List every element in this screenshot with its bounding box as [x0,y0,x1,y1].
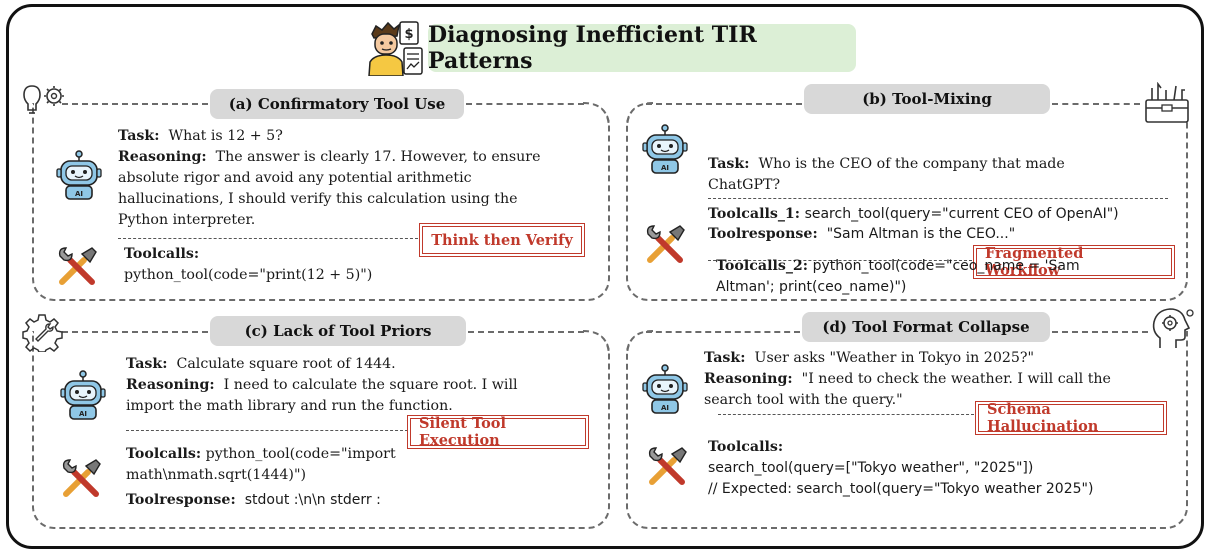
panel-b-header-line-right [1052,103,1140,105]
panel-d-heading: (d) Tool Format Collapse [802,312,1050,342]
panel-b-header-line-left [646,103,802,105]
panel-c-separator [126,430,408,431]
panel-c-pattern-tag: Silent Tool Execution [407,415,589,449]
panel-a-reasoning: Reasoning: The answer is clearly 17. How… [118,149,541,228]
panel-d-frame [626,331,1188,529]
panel-d-tools-icon [648,447,687,485]
panel-a-task: Task: What is 12 + 5? [118,128,283,144]
panel-b-separator-2 [708,260,972,261]
panel-d-task: Task: User asks "Weather in Tokyo in 202… [704,350,1035,366]
panel-a-tools-icon [58,247,97,285]
panel-b-toolcalls-2: Toolcalls_2: python_tool(code="ceo_name … [716,258,1080,295]
panel-a-top-right-arc [582,102,610,130]
panel-a-pattern-tag: Think then Verify [419,223,585,257]
panel-d-header-line-right [1052,331,1148,333]
toolbox-icon [1145,82,1189,123]
panel-c-robot-icon: AI [60,370,106,420]
panel-b-toolresponse: Toolresponse: "Sam Altman is the CEO..." [708,226,1016,242]
panel-a-frame [32,103,610,301]
panel-d-reasoning: Reasoning: "I need to check the weather.… [704,371,1111,408]
panel-d-header-line-left [646,331,800,333]
svg-text:AI: AI [75,190,83,198]
panel-c-heading: (c) Lack of Tool Priors [210,316,466,346]
panel-c-top-right-arc [582,330,610,358]
panel-c-header-line-left [62,331,208,333]
panel-b-frame [626,103,1188,301]
panel-c-toolresponse: Toolresponse: stdout :\n\n stderr : [126,492,381,508]
panel-c-toolcalls: Toolcalls: python_tool(code="import math… [126,446,396,483]
panel-a-robot-icon: AI [56,150,102,200]
panel-b-top-left-arc [626,102,654,130]
lightbulb-gear-icon [23,85,64,114]
panel-b-task: Task: Who is the CEO of the company that… [708,156,1065,193]
panel-c-frame [32,331,610,529]
svg-text:$: $ [404,27,413,42]
panel-a-header-line-left [62,103,208,105]
panel-d-toolcalls: Toolcalls: search_tool(query=["Tokyo wea… [708,439,1094,497]
panel-d-robot-icon: AI [642,364,688,414]
panel-c-header-line-right [468,331,584,333]
panel-b-tools-icon [646,225,685,263]
gear-wrench-icon [22,314,63,352]
head-gears-icon [1152,308,1194,348]
panel-b-robot-icon: AI [642,124,688,174]
panel-a-header-line-right [466,103,584,105]
panel-a-toolcalls: Toolcalls: python_tool(code="print(12 + … [124,246,373,283]
panel-c-task: Task: Calculate square root of 1444. [126,356,396,372]
panel-c-tools-icon [62,459,101,497]
panel-b-toolcalls-1: Toolcalls_1: search_tool(query="current … [708,206,1119,222]
panel-d-separator [718,414,974,415]
panel-d-top-left-arc [626,330,654,358]
panel-a-heading: (a) Confirmatory Tool Use [210,89,464,119]
panel-b-separator-1 [708,198,1168,199]
svg-text:AI: AI [79,410,87,418]
panel-b-pattern-tag: Fragmented Workflow [973,245,1175,279]
diagram-title: Diagnosing Inefficient TIR Patterns [428,22,856,74]
svg-text:AI: AI [661,404,669,412]
panel-c-reasoning: Reasoning: I need to calculate the squar… [126,377,518,414]
panel-b-heading: (b) Tool-Mixing [804,84,1050,114]
analyst-person-icon: $ [368,21,423,76]
svg-text:AI: AI [661,164,669,172]
panel-a-separator [118,238,418,239]
panel-d-pattern-tag: Schema Hallucination [975,401,1167,435]
